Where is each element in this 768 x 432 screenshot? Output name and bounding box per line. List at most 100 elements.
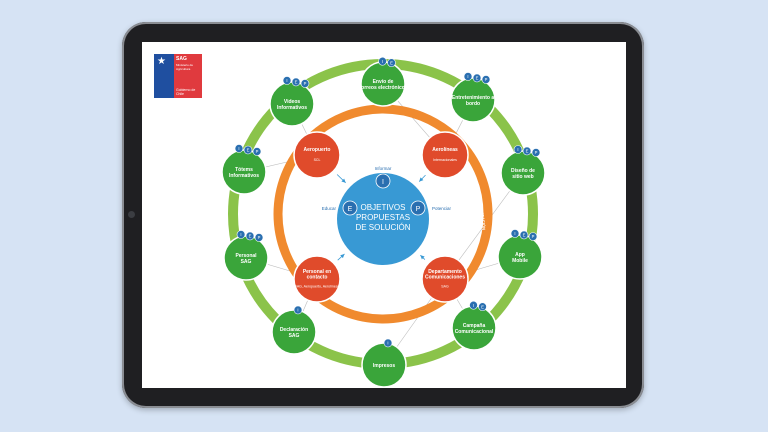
- solution-title-app: Mobile: [512, 258, 528, 264]
- stakeholder-title-aeropuerto: Aeropuerto: [304, 147, 331, 153]
- objective-node-i: [375, 173, 391, 189]
- solution-title-app: App: [515, 252, 525, 258]
- badge-p-totems: [252, 147, 262, 156]
- stakeholder-sub-personal: SAG, Aeropuerto, Aerolíneas: [295, 285, 340, 289]
- camera-icon: [128, 211, 135, 218]
- badge-e-videos: [291, 77, 301, 87]
- arrowhead-aeropuerto: [341, 178, 346, 183]
- solution-title-campana: Comunicacional: [455, 329, 494, 335]
- badge-i-totems: [234, 144, 244, 153]
- badge-e-diseno: [522, 146, 532, 156]
- solution-title-totems: Informativos: [229, 173, 259, 179]
- stakeholder-personal[interactable]: [293, 255, 341, 303]
- stakeholder-sub-departamento: SAG: [441, 285, 449, 289]
- stakeholder-title-personal: Personal en: [303, 269, 331, 275]
- center-line-2: PROPUESTAS: [356, 213, 410, 222]
- badge-e-totems: [243, 145, 253, 155]
- badge-letter-i-declaracion: I: [297, 308, 298, 313]
- badge-letter-p-videos: P: [304, 81, 307, 86]
- stakeholder-title-departamento: Comunicaciones: [425, 275, 465, 281]
- arrowhead-departamento: [420, 255, 425, 260]
- solution-title-diseno: Diseño de: [511, 168, 535, 174]
- badge-p-app: [528, 232, 538, 241]
- badge-i-personal-sag: [236, 230, 246, 239]
- badge-e-campana: [478, 302, 487, 312]
- badge-letter-i-entretenimiento: I: [467, 74, 468, 79]
- center-line-3: DE SOLUCIÓN: [355, 223, 410, 232]
- center-objectives-circle: [337, 173, 429, 265]
- badge-letter-i-app: I: [514, 231, 515, 236]
- badge-i-correos: [378, 56, 387, 66]
- badge-p-diseno: [531, 148, 541, 157]
- solution-title-totems: Tótems: [235, 167, 253, 173]
- objective-node-p: [410, 200, 426, 216]
- badge-letter-i-diseno: I: [517, 147, 518, 152]
- badge-e-entretenimiento: [472, 73, 482, 83]
- badge-letter-i-videos: I: [286, 78, 287, 83]
- objective-label-e: Educar: [322, 206, 337, 211]
- solution-title-videos: Informativos: [277, 105, 307, 111]
- star-icon: ★: [157, 56, 166, 67]
- solution-title-personal-sag: SAG: [241, 259, 252, 265]
- logo-subtitle: Ministerio de Agricultura: [176, 63, 194, 71]
- logo-brand: SAG: [176, 56, 187, 62]
- objective-letter-p: P: [416, 206, 421, 213]
- badge-letter-e-campana: E: [481, 304, 484, 309]
- badge-e-correos: [387, 58, 396, 68]
- badge-i-impresos: [383, 338, 393, 348]
- badge-letter-e-diseno: E: [526, 149, 529, 154]
- badge-i-videos: [282, 76, 292, 85]
- stakeholder-title-personal: contacto: [307, 275, 328, 281]
- badge-letter-e-correos: E: [390, 60, 393, 65]
- badge-letter-i-totems: I: [238, 146, 239, 151]
- logo-blue-panel: ★: [154, 54, 174, 98]
- screen: ★ SAG Ministerio de Agricultura Gobierno…: [142, 42, 626, 388]
- badge-i-declaracion: [293, 305, 303, 315]
- inner-ring-top-label: STAKEHOLDERS INVOLUCRADOS: [340, 118, 408, 131]
- badge-i-entretenimiento: [463, 72, 473, 81]
- solution-title-declaracion: Declaración: [280, 327, 308, 333]
- inner-orange-ring: [273, 104, 493, 324]
- badge-letter-e-videos: E: [295, 80, 298, 85]
- logo-red-panel: SAG Ministerio de Agricultura Gobierno d…: [174, 54, 202, 98]
- objective-letter-i: I: [382, 179, 384, 186]
- objective-label-i: Informar: [375, 166, 392, 171]
- center-arrows: [336, 174, 426, 261]
- stakeholder-aeropuerto[interactable]: [293, 131, 341, 179]
- stakeholder-nodes: AeropuertoSCLAerolíneasInternacionalesPe…: [293, 131, 469, 303]
- logo-government: Gobierno de Chile: [176, 88, 196, 96]
- solution-title-entretenimiento: Entretenimiento a: [452, 95, 494, 101]
- badge-letter-p-entretenimiento: P: [485, 77, 488, 82]
- stakeholder-departamento[interactable]: [421, 255, 469, 303]
- solution-title-entretenimiento: bordo: [466, 101, 480, 107]
- badge-i-app: [510, 229, 520, 238]
- badge-letter-p-personal-sag: P: [258, 235, 261, 240]
- solution-title-diseno: sitio web: [512, 174, 533, 180]
- badge-letter-p-app: P: [532, 234, 535, 239]
- badge-p-videos: [300, 79, 310, 88]
- badge-letter-e-personal-sag: E: [249, 234, 252, 239]
- badge-e-personal-sag: [245, 231, 255, 241]
- arrowhead-aerolineas: [419, 177, 424, 182]
- solution-title-personal-sag: Personal: [235, 253, 257, 259]
- objective-node-e: [342, 200, 358, 216]
- objective-label-p: Potenciar: [432, 206, 452, 211]
- objective-letter-e: E: [348, 206, 353, 213]
- solution-title-declaracion: SAG: [289, 333, 300, 339]
- badge-i-diseno: [513, 145, 523, 154]
- badge-letter-p-diseno: P: [535, 150, 538, 155]
- stakeholder-sub-aeropuerto: SCL: [314, 158, 321, 162]
- badge-i-campana: [469, 300, 478, 310]
- solution-title-impresos: Impresos: [373, 363, 395, 369]
- stakeholder-sub-aerolineas: Internacionales: [433, 158, 457, 162]
- badge-letter-i-impresos: I: [387, 341, 388, 346]
- badge-e-app: [519, 230, 529, 240]
- badge-p-personal-sag: [254, 233, 264, 242]
- badge-p-entretenimiento: [481, 75, 491, 84]
- sag-logo: ★ SAG Ministerio de Agricultura Gobierno…: [154, 54, 202, 98]
- solutions-diagram: POSIBLES SOLUCIONES STAKEHOLDERS INVOLUC…: [221, 56, 546, 388]
- stakeholder-aerolineas[interactable]: [421, 131, 469, 179]
- center-line-1: OBJETIVOS: [361, 203, 406, 212]
